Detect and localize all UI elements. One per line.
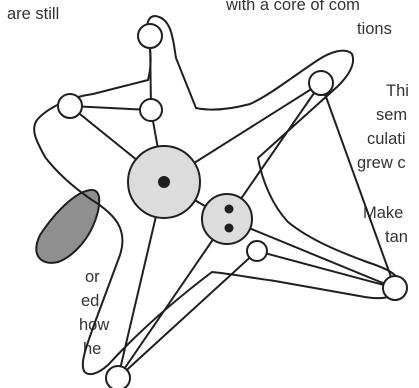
small-node-bottom-left [105, 365, 131, 388]
small-node-lower-mid [246, 240, 268, 262]
text-fragment: with a core of com [226, 0, 360, 14]
text-fragment: sem [376, 106, 408, 124]
text-fragment: tions [357, 20, 392, 38]
text-fragment: or [85, 268, 100, 286]
text-fragment: are still [7, 5, 60, 23]
text-fragment: grew c [357, 154, 406, 172]
text-fragment: Make [363, 204, 404, 222]
gray-blob [35, 188, 101, 264]
small-node-top [137, 23, 163, 49]
text-fragment: ed [81, 292, 100, 310]
small-node-left [57, 93, 83, 119]
text-fragment: tan [385, 228, 408, 246]
large-node-right [201, 193, 253, 245]
text-fragment: Thi [386, 82, 409, 100]
text-fragment: culati [367, 130, 406, 148]
large-node-center [127, 145, 201, 219]
small-node-right-tip [308, 70, 334, 96]
starfish-outline [33, 14, 402, 376]
small-node-upper-mid [139, 98, 163, 122]
small-node-bottom-right [382, 275, 408, 301]
